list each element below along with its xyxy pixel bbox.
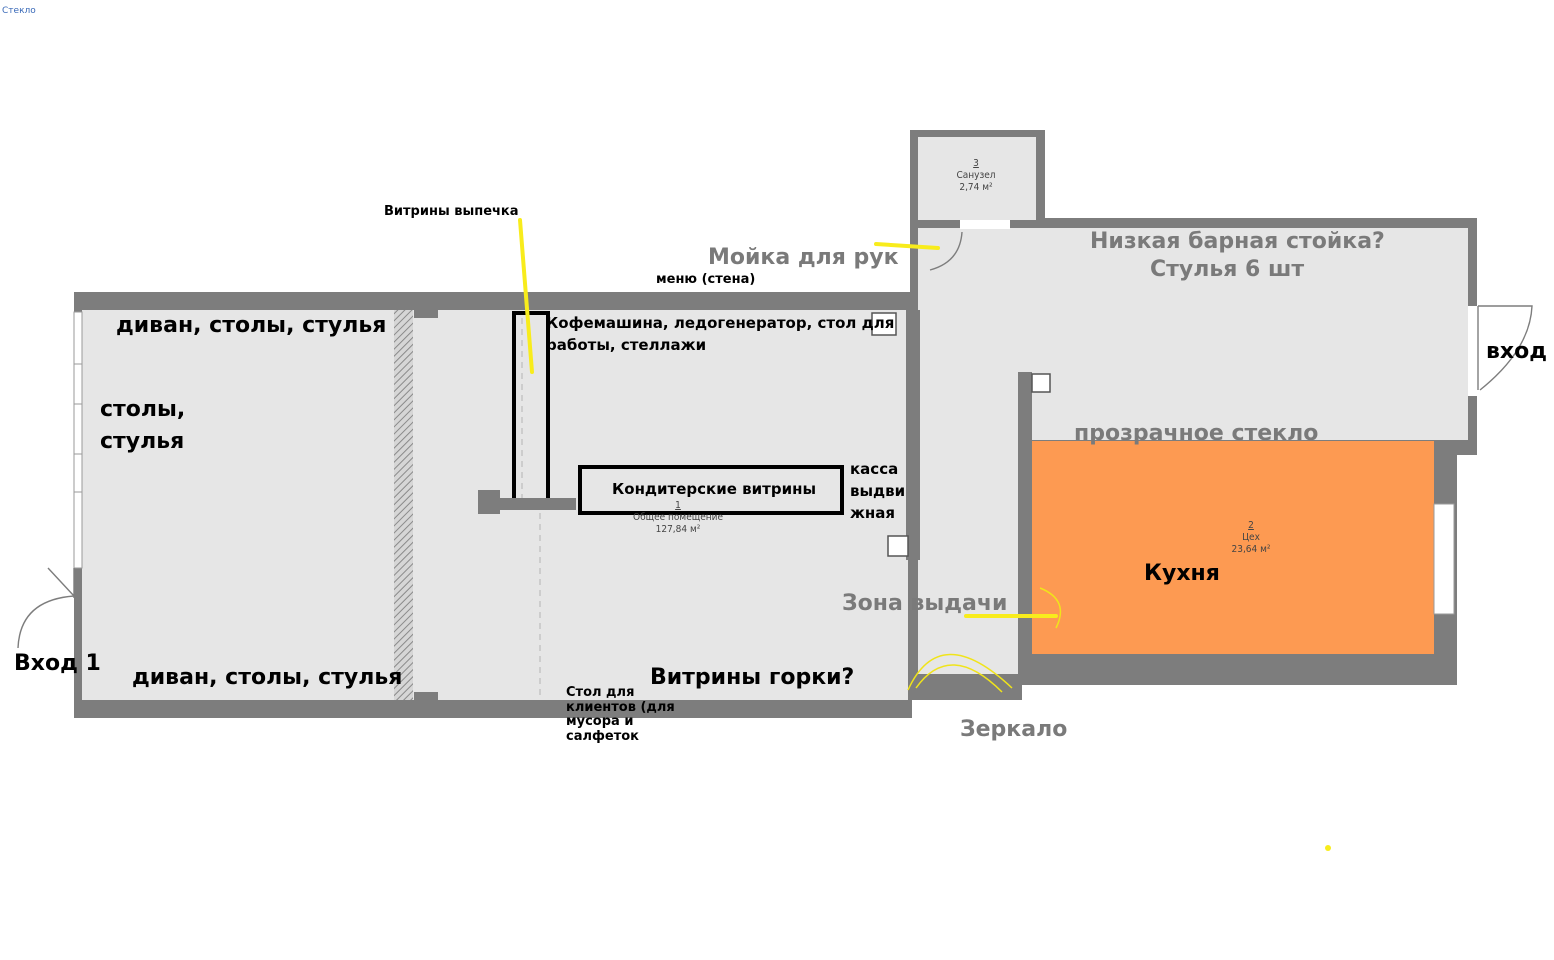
kitchen-floor xyxy=(1032,441,1434,654)
room-name: Цех xyxy=(1242,532,1260,543)
room-number: 3 xyxy=(973,158,979,169)
room-tag-bathroom: 3 Санузел 2,74 м² xyxy=(956,158,995,194)
label-right-entrance: вход xyxy=(1486,339,1547,364)
label-client-table-1: Стол для xyxy=(566,685,635,700)
label-pastry-showcase: Кондитерские витрины xyxy=(612,480,817,498)
bar-gap-right xyxy=(1468,306,1478,396)
bathroom-door-gap xyxy=(960,220,1010,229)
right-window xyxy=(1433,503,1455,615)
highlight-marks xyxy=(518,218,1058,618)
floors xyxy=(82,137,1468,700)
label-display-hills: Витрины горки? xyxy=(650,665,855,690)
label-entrance-1: Вход 1 xyxy=(14,651,101,676)
inner-walls xyxy=(414,310,1032,700)
doors xyxy=(17,231,1533,649)
label-cash-1: касса xyxy=(850,460,899,478)
counter-connector xyxy=(478,490,500,514)
partition-wall-vertical xyxy=(906,310,920,560)
room-number: 2 xyxy=(1248,520,1254,531)
room-tag-workshop: 2 Цех 23,64 м² xyxy=(1232,520,1271,556)
kitchen-left-wall xyxy=(1018,372,1032,642)
label-client-table-4: салфеток xyxy=(566,728,640,744)
room-name: Санузел xyxy=(956,170,996,181)
label-sofa-bottom: диван, столы, стулья xyxy=(132,665,403,690)
label-clear-glass: прозрачное стекло xyxy=(1074,421,1319,446)
label-vitriny-vypechka: Витрины выпечка xyxy=(384,204,519,219)
hatched-partition xyxy=(394,310,413,700)
room-area: 127,84 м² xyxy=(655,524,701,535)
room-area: 23,64 м² xyxy=(1231,544,1271,555)
shafts xyxy=(871,312,1051,557)
room-name: Общее помещение xyxy=(632,512,724,523)
label-mirror: Зеркало xyxy=(960,717,1068,742)
glass-legend-label: Стекло xyxy=(2,6,36,16)
room-tag-hall: 1 Общее помещение 127,84 м² xyxy=(633,500,723,536)
counter-connector-2 xyxy=(500,498,576,510)
label-coffee-1: Кофемашина, ледогенератор, стол для xyxy=(546,314,895,332)
label-bar-chairs: Стулья 6 шт xyxy=(1150,257,1305,282)
highlight-arcs xyxy=(907,587,1062,693)
column-top xyxy=(414,310,438,318)
entrance-1-door xyxy=(17,567,75,649)
label-moyka: Мойка для рук xyxy=(708,245,899,270)
column-bottom xyxy=(414,692,438,700)
highlight-moyka xyxy=(874,242,940,250)
label-menu-wall: меню (стена) xyxy=(656,272,756,287)
label-client-table-3: мусора и xyxy=(566,714,634,730)
pastry-showcase-box xyxy=(578,465,844,515)
bar-floor xyxy=(918,228,1468,440)
label-sofa-top: диван, столы, стулья xyxy=(116,313,387,338)
left-window-frames xyxy=(73,311,83,569)
label-pickup-zone: Зона выдачи xyxy=(842,591,1008,616)
bathroom-door xyxy=(929,231,963,271)
label-cash-2: выдви xyxy=(850,482,906,500)
label-coffee-2: работы, стеллажи xyxy=(546,336,707,354)
highlight-vitriny xyxy=(518,218,534,374)
kitchen-floor-corner xyxy=(1032,441,1047,639)
guide-lines xyxy=(521,318,541,700)
bathroom-floor xyxy=(918,137,1036,220)
label-client-table-2: клиентов (для xyxy=(566,699,675,715)
room-number: 1 xyxy=(675,500,681,511)
label-client-table: Стол для клиентов (для мусора и салфеток xyxy=(566,685,675,744)
label-bar-counter: Низкая барная стойка? xyxy=(1090,229,1385,254)
right-entrance-door xyxy=(1477,305,1533,391)
label-kitchen: Кухня xyxy=(1144,561,1220,586)
room-area: 2,74 м² xyxy=(959,182,993,193)
label-tables-2: стулья xyxy=(100,429,185,454)
yellow-dot xyxy=(1325,845,1331,851)
label-tables-1: столы, xyxy=(100,397,186,422)
label-cash-3: жная xyxy=(850,504,896,522)
